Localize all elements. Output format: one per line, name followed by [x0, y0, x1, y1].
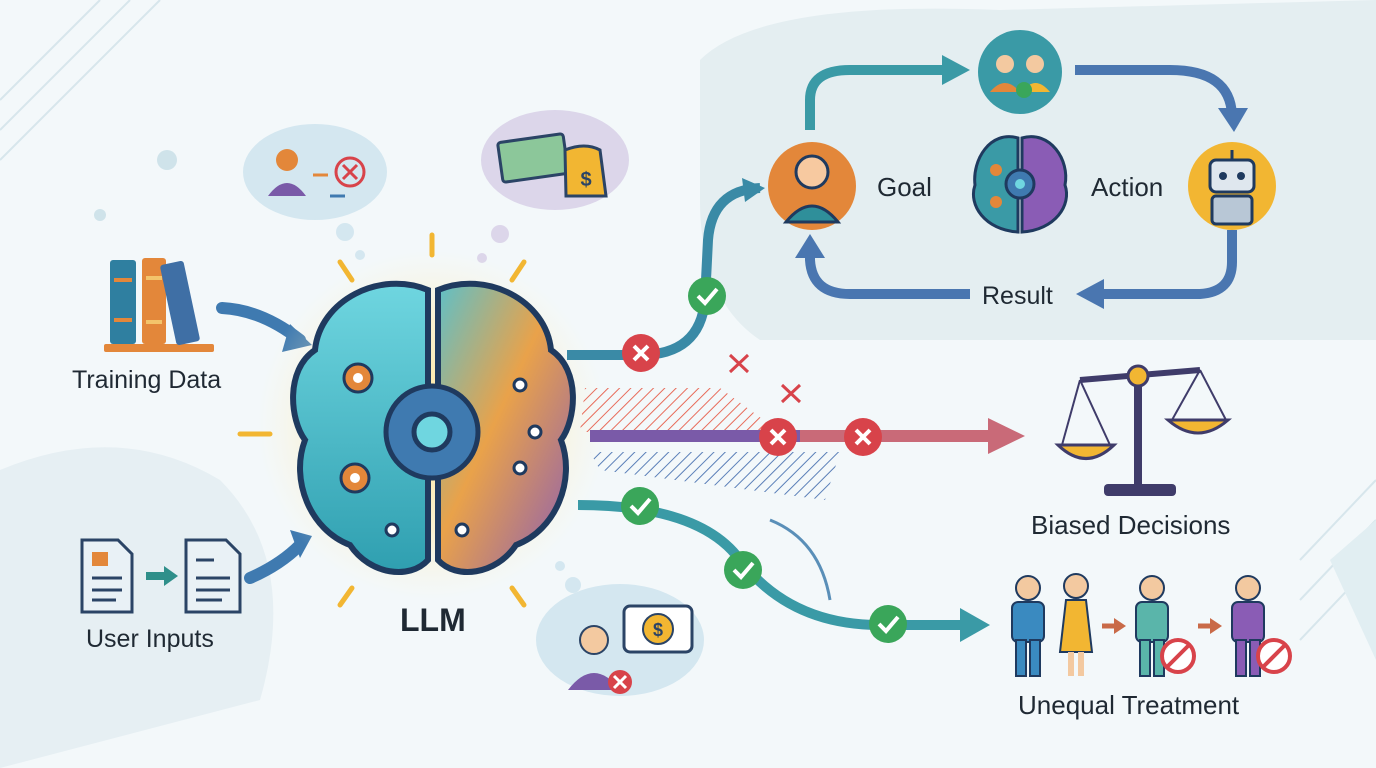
biased-decisions-label: Biased Decisions: [1031, 510, 1231, 540]
people-group-icon: [1011, 573, 1292, 677]
goal-label: Goal: [877, 172, 932, 202]
person-icon: [1231, 575, 1292, 677]
thought-bubble-denied-loan: $: [536, 561, 704, 696]
person-icon: [1011, 575, 1045, 677]
llm-label: LLM: [400, 602, 466, 638]
x-marks: [622, 334, 882, 456]
check-icon: [869, 605, 907, 643]
x-icon: [622, 334, 660, 372]
action-label: Action: [1091, 172, 1164, 202]
hatched-biased-flow-red: [580, 388, 780, 432]
check-icon: [621, 487, 659, 525]
hatched-biased-flow-blue: [590, 452, 840, 500]
currency-symbol: $: [653, 620, 663, 640]
books-icon: [104, 258, 214, 352]
unequal-treatment-label: Unequal Treatment: [1018, 690, 1240, 720]
team-approval-icon: [978, 30, 1062, 114]
check-icon: [688, 277, 726, 315]
documents-icon: [80, 538, 242, 614]
scales-icon: [1054, 364, 1233, 496]
training-data-label: Training Data: [72, 366, 222, 394]
check-icon: [724, 551, 762, 589]
goal-person-icon: [768, 142, 856, 230]
person-icon: [1058, 573, 1094, 676]
thought-bubble-rejection: [243, 124, 387, 260]
result-label: Result: [982, 282, 1053, 310]
user-inputs-label: User Inputs: [86, 625, 214, 653]
llm-brain-icon: [290, 280, 576, 575]
agent-brain-icon: [972, 135, 1068, 234]
x-icon: [844, 418, 882, 456]
robot-icon: [1188, 142, 1276, 230]
money-bag-symbol: $: [580, 169, 591, 191]
agent-loop: [795, 55, 1248, 309]
check-marks: [621, 277, 907, 643]
thought-bubble-money: $: [477, 110, 629, 263]
x-icon: [759, 418, 797, 456]
person-icon: [1135, 575, 1196, 677]
